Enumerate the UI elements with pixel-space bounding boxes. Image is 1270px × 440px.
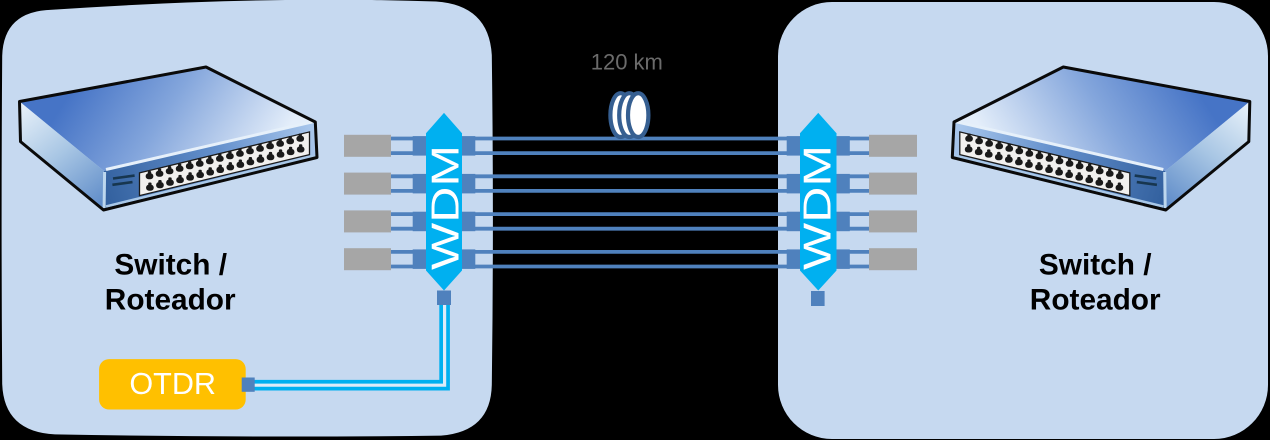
svg-text:Switch /: Switch / xyxy=(114,249,227,282)
svg-text:Roteador: Roteador xyxy=(1030,283,1161,316)
svg-text:WDM: WDM xyxy=(423,145,467,270)
svg-text:Switch /: Switch / xyxy=(1039,249,1152,282)
svg-text:OTDR: OTDR xyxy=(129,367,216,401)
svg-text:WDM: WDM xyxy=(795,145,839,270)
svg-text:120 km: 120 km xyxy=(591,50,663,75)
svg-text:Roteador: Roteador xyxy=(105,283,236,316)
